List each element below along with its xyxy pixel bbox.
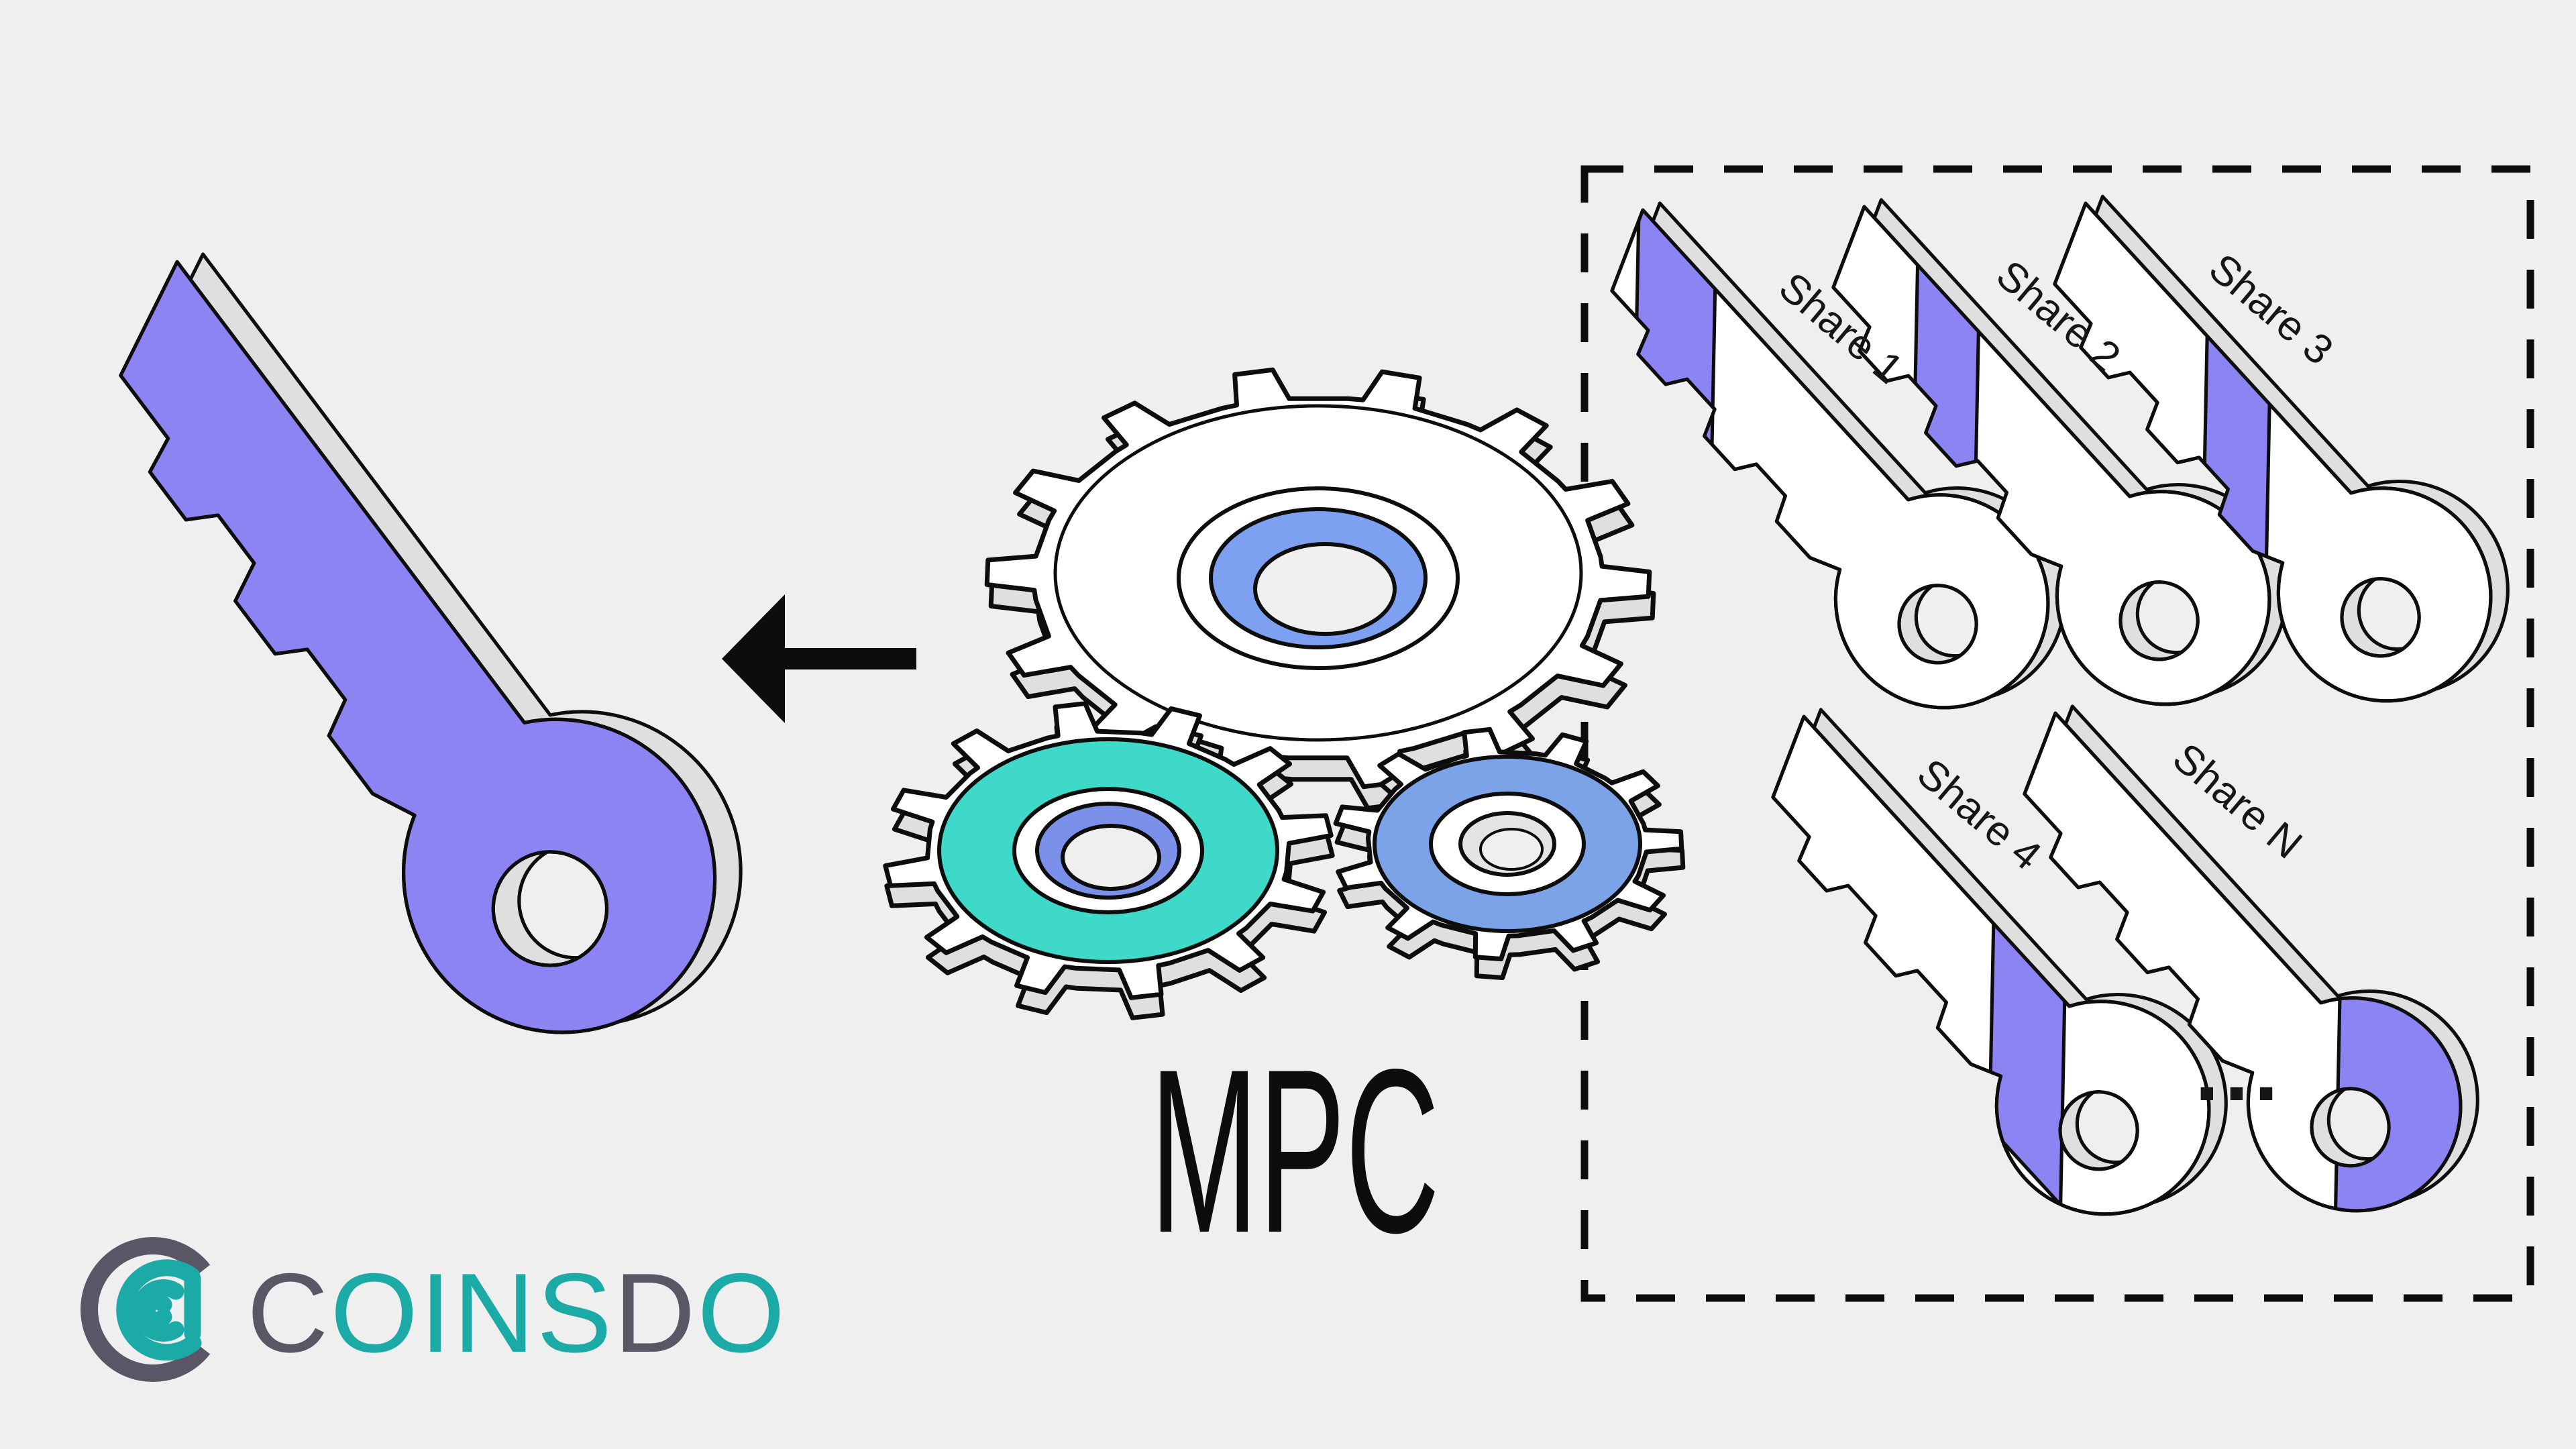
brand-letter: I bbox=[420, 1250, 453, 1376]
brand-letter: D bbox=[614, 1250, 697, 1376]
logo-spiral-inner bbox=[138, 1293, 172, 1329]
result-key bbox=[2, 193, 803, 1102]
brand-letter: O bbox=[330, 1250, 420, 1376]
coinsdo-logo: COINSDO bbox=[80, 1237, 787, 1382]
coinsdo-logo-icon bbox=[80, 1237, 211, 1382]
gear-blue bbox=[1333, 727, 1686, 980]
arrow-left-icon bbox=[722, 594, 916, 723]
coinsdo-wordmark: COINSDO bbox=[247, 1250, 787, 1376]
gear-teal bbox=[883, 701, 1335, 1020]
mpc-label: MPC bbox=[1150, 1020, 1440, 1281]
logo-outer-ring bbox=[80, 1237, 211, 1382]
shares-box bbox=[1580, 165, 2534, 1302]
result-key-face bbox=[2, 208, 777, 1095]
brand-letter: O bbox=[697, 1250, 787, 1376]
logo-spiral bbox=[116, 1259, 202, 1361]
brand-letter: N bbox=[453, 1250, 537, 1376]
brand-letter: S bbox=[537, 1250, 614, 1376]
brand-letter: C bbox=[247, 1250, 330, 1376]
ellipsis-dots: ... bbox=[2195, 1021, 2284, 1119]
gear-large bbox=[984, 367, 1656, 811]
